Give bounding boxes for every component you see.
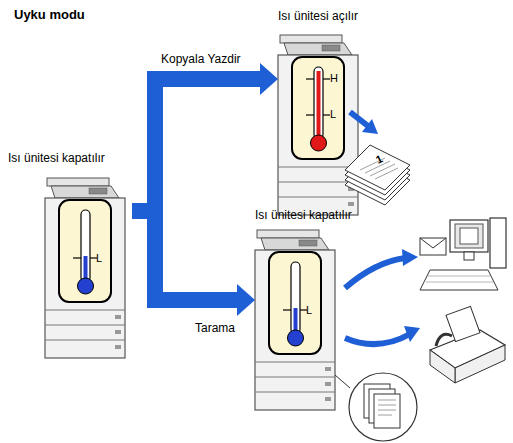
printer-node: Isı ünitesi kapatılır — [255, 208, 405, 403]
flow-arrow — [132, 211, 255, 316]
edge-label: Tarama — [195, 321, 235, 335]
thermometer-mark: L — [96, 252, 102, 264]
state-heading: Isı ünitesi kapatılır — [255, 208, 405, 222]
thermometer-mark: L — [330, 108, 336, 120]
printer-node: Isı ünitesi açılır — [278, 9, 404, 207]
thermometer-mark: H — [330, 72, 338, 84]
printer-node: Isı ünitesi kapatılır — [8, 151, 132, 363]
diagram-title: Uyku modu — [14, 7, 85, 22]
edge-label: Kopyala Yazdir — [161, 52, 241, 66]
flow-arrow — [132, 63, 278, 211]
thermometer-mark: L — [306, 304, 312, 316]
state-heading: Isı ünitesi açılır — [278, 9, 404, 23]
state-heading: Isı ünitesi kapatılır — [8, 151, 132, 165]
